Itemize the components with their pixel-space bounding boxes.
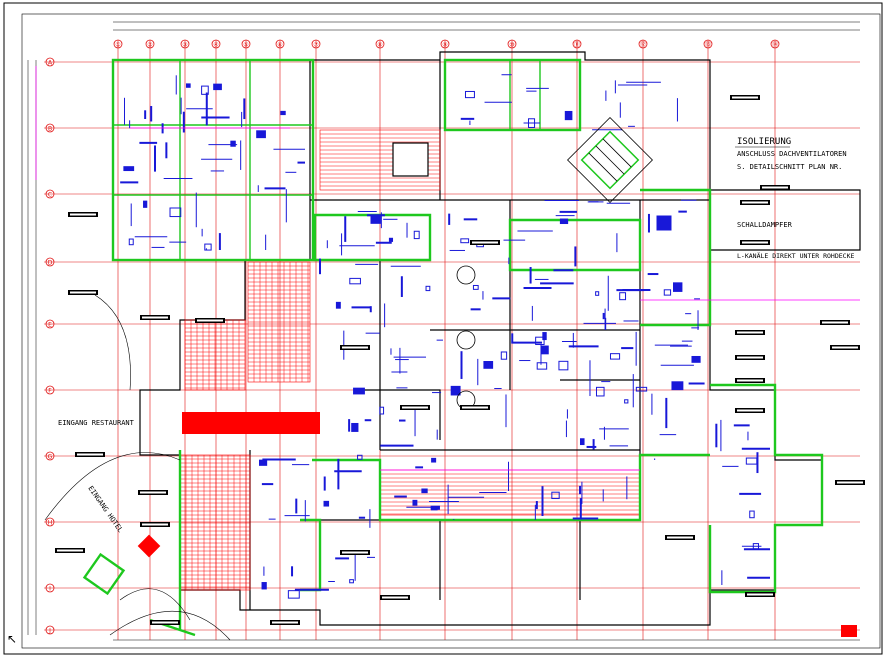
grid-bubble-column bbox=[572, 39, 582, 49]
grid-bubble-row bbox=[45, 123, 55, 133]
grid-bubble-row bbox=[45, 451, 55, 461]
red-marker bbox=[137, 534, 161, 558]
grid-bubbles: ① ② ③ ④ ⑤ ⑥ ⑦ ⑧ ⑨ ⑩ ⑪ ⑫ ⑬ ⑭ A B C D E F G H I J bbox=[45, 39, 780, 635]
ventilation-zones bbox=[82, 58, 824, 637]
grid-bubble-column bbox=[211, 39, 221, 49]
grid-bubble-row bbox=[45, 57, 55, 67]
note-line-3: SCHALLDAMPFER bbox=[737, 221, 793, 229]
grid-letter-label: D bbox=[48, 260, 53, 267]
grid-number-label: ⑫ bbox=[640, 41, 646, 49]
grid-number-label: ⑥ bbox=[277, 42, 282, 49]
note-line-1: ANSCHLUSS DACHVENTILATOREN bbox=[737, 150, 847, 158]
grid-bubble-row bbox=[45, 189, 55, 199]
grid-bubble-column bbox=[145, 39, 155, 49]
grid-bubble-row bbox=[45, 385, 55, 395]
note-line-4: L-KANÄLE DIREKT UNTER ROHDECKE bbox=[737, 251, 854, 260]
grid-letter-label: A bbox=[48, 60, 53, 67]
grid-number-label: ⑧ bbox=[377, 42, 382, 49]
grid-bubble-column bbox=[311, 39, 321, 49]
grid-number-label: ④ bbox=[213, 42, 218, 49]
inner-zone-grid bbox=[113, 60, 541, 260]
note-line-2: S. DETAILSCHNITT PLAN NR. bbox=[737, 163, 842, 171]
grid-bubble-column bbox=[113, 39, 123, 49]
grid-bubble-column bbox=[638, 39, 648, 49]
grid-number-label: ⑬ bbox=[705, 41, 711, 49]
grid-number-label: ① bbox=[115, 42, 120, 49]
atrium-void bbox=[392, 142, 429, 177]
notes-block: ISOLIERUNG ANSCHLUSS DACHVENTILATOREN S.… bbox=[735, 137, 854, 260]
grid-bubble-column bbox=[770, 39, 780, 49]
grid-letter-label: E bbox=[48, 322, 52, 329]
grid-number-label: ⑭ bbox=[772, 41, 778, 49]
drawing-frame bbox=[21, 13, 881, 649]
hatch-pattern bbox=[180, 133, 640, 590]
grid-bubble-column bbox=[703, 39, 713, 49]
grid-number-label: ⑪ bbox=[574, 41, 580, 49]
grid-bubble-column bbox=[440, 39, 450, 49]
small-red-block bbox=[841, 625, 857, 637]
grid-letter-label: C bbox=[48, 192, 52, 199]
grid-number-label: ⑦ bbox=[313, 42, 319, 49]
site-arcs bbox=[44, 294, 231, 641]
grid-bubble-row bbox=[45, 319, 55, 329]
grid-letter-label: F bbox=[48, 388, 52, 395]
grid-letter-label: G bbox=[48, 454, 53, 461]
grid-number-label: ⑤ bbox=[243, 42, 248, 49]
grid-bubble-column bbox=[275, 39, 285, 49]
grid-bubble-row bbox=[45, 517, 55, 527]
hotel-entrance-label: EINGANG HOTEL bbox=[86, 485, 124, 534]
grid-letter-label: B bbox=[48, 126, 52, 133]
grid-bubble-row bbox=[45, 625, 55, 635]
grid-number-label: ② bbox=[147, 42, 153, 49]
restaurant-entrance-slab bbox=[182, 412, 320, 434]
grid-number-label: ⑨ bbox=[442, 42, 447, 49]
grid-letter-label: J bbox=[48, 628, 51, 635]
pointer-cursor-icon: ↖ bbox=[7, 632, 18, 646]
sheet-border bbox=[3, 2, 883, 655]
equipment-labels bbox=[55, 95, 865, 625]
grid-bubble-column bbox=[507, 39, 517, 49]
grid-bubble-column bbox=[375, 39, 385, 49]
grid-number-label: ⑩ bbox=[509, 42, 514, 49]
note-title: ISOLIERUNG bbox=[737, 137, 791, 147]
restaurant-entrance-label: EINGANG RESTAURANT bbox=[58, 419, 135, 427]
grid-letter-label: H bbox=[48, 520, 53, 527]
accent-lines bbox=[35, 66, 860, 471]
grid-number-label: ③ bbox=[182, 42, 187, 49]
grid-bubble-row bbox=[45, 583, 55, 593]
grid-bubble-column bbox=[180, 39, 190, 49]
grid-bubble-column bbox=[241, 39, 251, 49]
grid-bubble-row bbox=[45, 257, 55, 267]
duct-network bbox=[120, 74, 770, 599]
grid-letter-label: I bbox=[49, 586, 51, 593]
stair-core bbox=[567, 117, 653, 203]
